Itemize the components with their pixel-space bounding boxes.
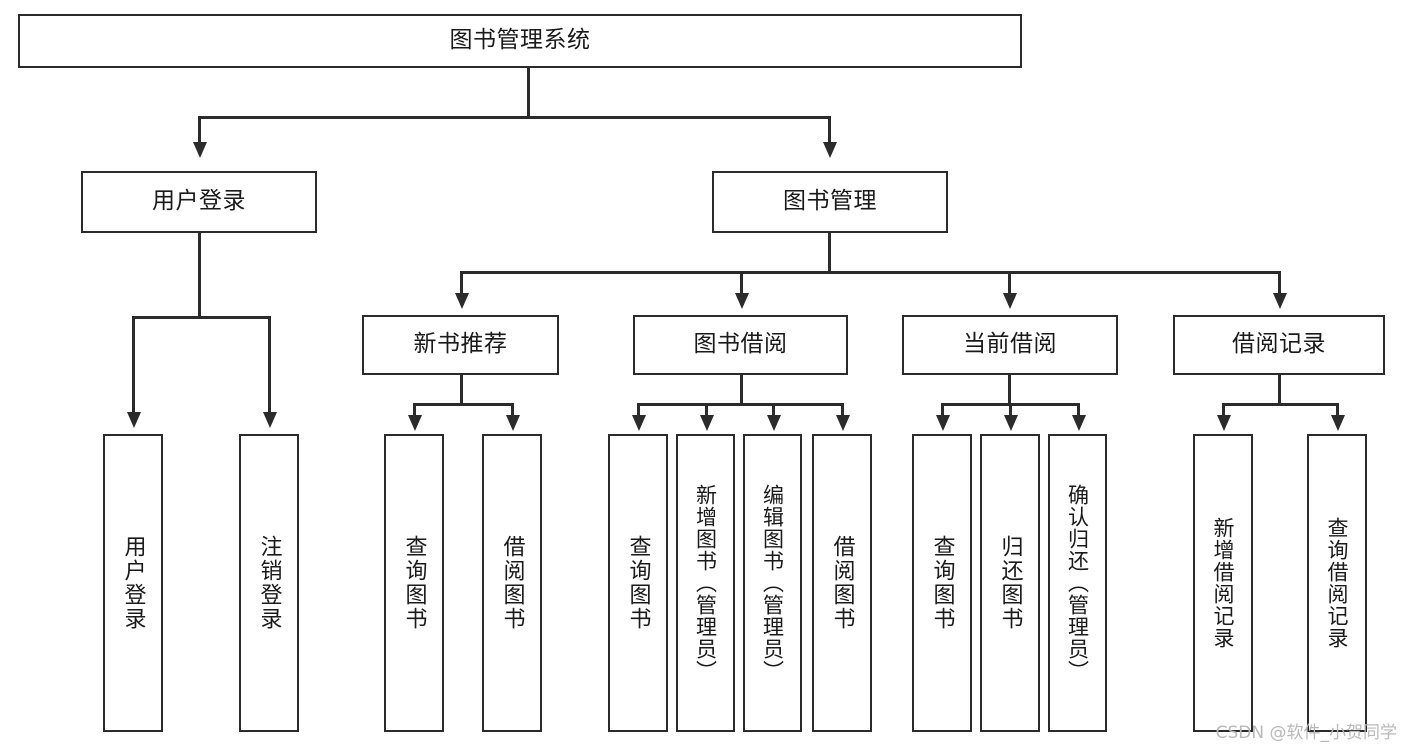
arrow-cb-leaf-1 — [935, 415, 950, 431]
leaf-user-login-label: 用户登录 — [120, 535, 146, 631]
edge-bm-drop-2 — [740, 271, 743, 295]
edge-cb-drop-1 — [941, 403, 944, 417]
node-book-borrow[interactable]: 图书借阅 — [633, 315, 848, 375]
edge-cb-stem — [1008, 375, 1011, 405]
edge-bb-bus — [637, 403, 843, 406]
leaf-add-record[interactable]: 新增借阅记录 — [1193, 434, 1253, 732]
arrow-bb-leaf-4 — [835, 415, 850, 431]
node-current-borrow-label: 当前借阅 — [963, 331, 1057, 358]
arrow-bm-to-current-borrow — [1002, 293, 1017, 309]
edge-bb-drop-3 — [772, 403, 775, 417]
node-current-borrow[interactable]: 当前借阅 — [902, 315, 1118, 375]
node-root[interactable]: 图书管理系统 — [18, 14, 1022, 68]
edge-book-management-stem — [828, 233, 831, 273]
arrow-cb-leaf-3 — [1071, 415, 1086, 431]
edge-cb-drop-3 — [1077, 403, 1080, 417]
leaf-user-logout-label: 注销登录 — [256, 535, 282, 631]
arrow-nbr-leaf-2 — [505, 415, 520, 431]
arrow-user-login-leaf-2 — [262, 412, 277, 428]
arrow-nbr-leaf-1 — [407, 415, 422, 431]
leaf-borrow-book-2[interactable]: 借阅图书 — [812, 434, 872, 732]
edge-user-login-drop-2 — [268, 316, 271, 414]
edge-root-stem — [527, 68, 530, 118]
edge-bb-drop-1 — [637, 403, 640, 417]
node-root-label: 图书管理系统 — [449, 27, 591, 54]
node-user-login-label: 用户登录 — [152, 188, 246, 215]
leaf-borrow-book-1-label: 借阅图书 — [499, 535, 525, 631]
leaf-add-record-label: 新增借阅记录 — [1211, 517, 1236, 649]
node-borrow-record-label: 借阅记录 — [1232, 331, 1326, 358]
leaf-user-login[interactable]: 用户登录 — [103, 434, 163, 732]
edge-bb-stem — [740, 375, 743, 405]
edge-nbr-drop-2 — [511, 403, 514, 417]
leaf-query-record[interactable]: 查询借阅记录 — [1307, 434, 1367, 732]
edge-nbr-drop-1 — [413, 403, 416, 417]
edge-bb-drop-2 — [705, 403, 708, 417]
node-borrow-record[interactable]: 借阅记录 — [1173, 315, 1385, 375]
edge-nbr-stem — [460, 375, 463, 405]
leaf-edit-book-label: 编辑图书（管理员） — [760, 484, 785, 682]
edge-bm-drop-4 — [1278, 271, 1281, 295]
arrow-bm-to-borrow-record — [1272, 293, 1287, 309]
edge-br-stem — [1278, 375, 1281, 405]
leaf-query-book-1[interactable]: 查询图书 — [384, 434, 444, 732]
node-book-management-label: 图书管理 — [783, 188, 877, 215]
node-new-book-recommend[interactable]: 新书推荐 — [362, 315, 559, 375]
leaf-query-book-2[interactable]: 查询图书 — [608, 434, 668, 732]
edge-bm-drop-3 — [1008, 271, 1011, 295]
arrow-br-leaf-1 — [1216, 415, 1231, 431]
edge-user-login-bus — [132, 316, 270, 319]
edge-br-drop-2 — [1336, 403, 1339, 417]
edge-user-login-drop-1 — [132, 316, 135, 414]
edge-root-bus — [198, 116, 830, 119]
node-book-borrow-label: 图书借阅 — [693, 331, 788, 358]
edge-user-login-stem — [198, 233, 201, 318]
arrow-bm-to-book-borrow — [734, 293, 749, 309]
leaf-add-book-label: 新增图书（管理员） — [693, 484, 718, 682]
leaf-return-book[interactable]: 归还图书 — [980, 434, 1040, 732]
arrow-cb-leaf-2 — [1003, 415, 1018, 431]
edge-book-management-bus — [460, 271, 1280, 274]
csdn-watermark: CSDN @软件_小贺同学 — [1215, 723, 1397, 743]
arrow-root-to-book-management — [822, 142, 837, 158]
node-book-management[interactable]: 图书管理 — [712, 171, 948, 233]
edge-br-bus — [1222, 403, 1338, 406]
leaf-query-book-1-label: 查询图书 — [401, 535, 427, 631]
leaf-return-book-label: 归还图书 — [997, 535, 1023, 631]
node-user-login[interactable]: 用户登录 — [81, 171, 317, 233]
arrow-bb-leaf-2 — [699, 415, 714, 431]
node-new-book-recommend-label: 新书推荐 — [413, 331, 508, 358]
arrow-user-login-leaf-1 — [126, 412, 141, 428]
edge-nbr-bus — [413, 403, 513, 406]
arrow-bb-leaf-3 — [766, 415, 781, 431]
leaf-query-book-3-label: 查询图书 — [929, 535, 955, 631]
arrow-br-leaf-2 — [1330, 415, 1345, 431]
edge-bb-drop-4 — [841, 403, 844, 417]
leaf-user-logout[interactable]: 注销登录 — [239, 434, 299, 732]
leaf-query-book-3[interactable]: 查询图书 — [912, 434, 972, 732]
edge-root-to-book-management — [828, 116, 831, 144]
edge-root-to-user-login — [198, 116, 201, 144]
leaf-confirm-return-label: 确认归还（管理员） — [1065, 484, 1090, 682]
leaf-query-record-label: 查询借阅记录 — [1325, 517, 1350, 649]
leaf-add-book[interactable]: 新增图书（管理员） — [676, 434, 735, 732]
leaf-edit-book[interactable]: 编辑图书（管理员） — [743, 434, 802, 732]
edge-bm-drop-1 — [460, 271, 463, 295]
arrow-bb-leaf-1 — [631, 415, 646, 431]
arrow-root-to-user-login — [192, 142, 207, 158]
leaf-confirm-return[interactable]: 确认归还（管理员） — [1048, 434, 1107, 732]
leaf-borrow-book-2-label: 借阅图书 — [829, 535, 855, 631]
arrow-bm-to-new-book-recommend — [454, 293, 469, 309]
leaf-borrow-book-1[interactable]: 借阅图书 — [482, 434, 542, 732]
edge-br-drop-1 — [1222, 403, 1225, 417]
leaf-query-book-2-label: 查询图书 — [625, 535, 651, 631]
edge-cb-drop-2 — [1009, 403, 1012, 417]
